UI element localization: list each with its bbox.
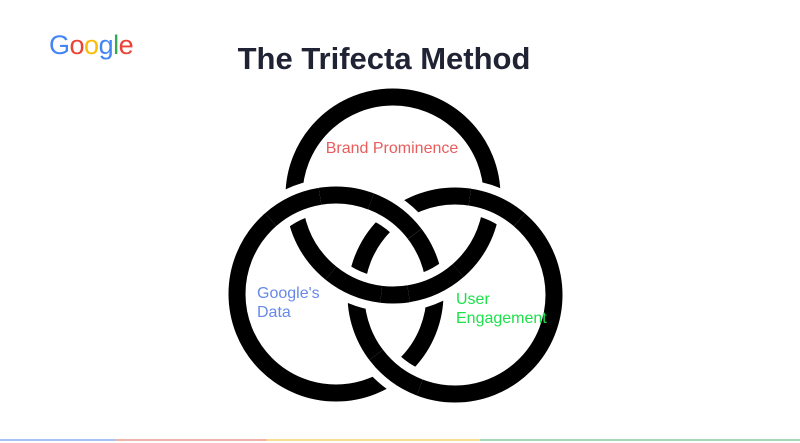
page-title: The Trifecta Method [237, 40, 531, 76]
google-logo-letter: o [69, 30, 85, 60]
footer-accent-segment-blue [0, 439, 115, 441]
footer-accent-segment-yellow [267, 439, 480, 441]
google-logo-letter: G [49, 30, 70, 60]
ring-label-brand-prominence: Brand Prominence [325, 140, 459, 157]
footer-accent-segment-red [115, 439, 267, 441]
google-logo-letter: l [113, 30, 119, 60]
ring-label-googles-data: Google's Data [257, 285, 320, 321]
ring-label-user-engagement: User Engagement [456, 291, 547, 327]
google-logo-letter: o [84, 30, 99, 60]
google-logo-letter: e [118, 30, 134, 60]
footer-accent-segment-green [480, 439, 800, 441]
google-logo: Google [49, 30, 134, 61]
google-logo-letter: g [98, 30, 114, 60]
